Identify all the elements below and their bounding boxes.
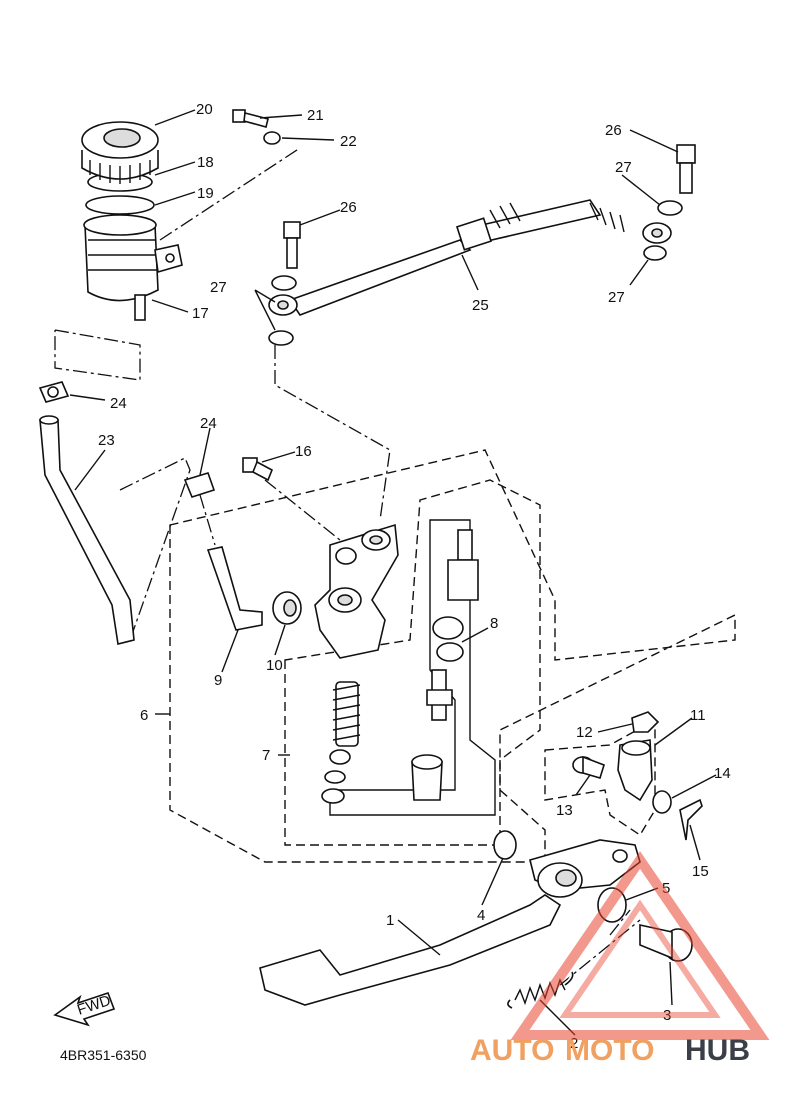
part-code: 4BR351-6350 xyxy=(60,1047,147,1063)
callout-3: 3 xyxy=(663,1007,671,1024)
callout-18: 18 xyxy=(197,154,214,171)
clamp-24-upper xyxy=(38,381,70,403)
callout-23: 23 xyxy=(98,432,115,449)
callout-22: 22 xyxy=(340,133,357,150)
link-line-reservoir xyxy=(159,147,301,241)
link-line-spring xyxy=(559,919,641,986)
bolt-3 xyxy=(639,924,693,962)
callout-1: 1 xyxy=(386,912,394,929)
piston-assembly xyxy=(411,529,479,801)
callout-27-right-bottom: 27 xyxy=(608,289,625,306)
group-11-outline xyxy=(544,718,656,836)
callout-20: 20 xyxy=(196,101,213,118)
bolt-26-left xyxy=(283,221,301,269)
callout-13: 13 xyxy=(556,802,573,819)
cotter-pin-15 xyxy=(679,798,703,841)
link-line-hose25 xyxy=(274,345,391,521)
nut-12 xyxy=(631,711,660,733)
callout-9: 9 xyxy=(214,672,222,689)
callout-26-right: 26 xyxy=(605,122,622,139)
callout-15: 15 xyxy=(692,863,709,880)
callout-11: 11 xyxy=(690,707,706,724)
group-7-outline xyxy=(284,479,541,846)
callout-14: 14 xyxy=(714,765,731,782)
callout-16: 16 xyxy=(295,443,312,460)
washer-14 xyxy=(652,790,672,814)
callout-5: 5 xyxy=(662,880,670,897)
callout-27-left: 27 xyxy=(210,279,227,296)
callout-6: 6 xyxy=(140,707,148,724)
hose-9 xyxy=(206,546,263,631)
callout-2: 2 xyxy=(570,1035,578,1052)
group-6-outline xyxy=(169,449,736,863)
callout-8: 8 xyxy=(490,615,498,632)
washer-27-b xyxy=(268,330,294,346)
callouts: 20 18 19 17 21 22 26 27 25 26 27 27 24 2… xyxy=(98,101,731,1052)
bolt-26-right xyxy=(676,144,696,194)
link-line-bolt16 xyxy=(264,479,341,541)
spring-7 xyxy=(321,681,361,804)
washer-27-c xyxy=(657,200,683,216)
watermark-logo: AUTO MOTO HUB xyxy=(470,851,770,1067)
brake-hose-25 xyxy=(268,199,672,316)
washer-27-a xyxy=(271,275,297,291)
callout-10: 10 xyxy=(266,657,283,674)
link-line-hose9 xyxy=(199,494,216,546)
grommet-10 xyxy=(272,591,302,625)
leader-lines xyxy=(69,109,717,1036)
hose-23 xyxy=(39,419,135,645)
callout-21: 21 xyxy=(307,107,324,124)
callout-12: 12 xyxy=(576,724,593,741)
fwd-arrow-icon: FWD xyxy=(53,991,116,1027)
reservoir-assembly xyxy=(81,121,183,321)
clevis-11 xyxy=(617,739,653,802)
callout-4: 4 xyxy=(477,907,485,924)
callout-24-upper: 24 xyxy=(110,395,127,412)
brake-pedal-1 xyxy=(259,839,641,1006)
master-cylinder-body xyxy=(314,523,399,659)
screw-21 xyxy=(232,109,269,128)
washer-22 xyxy=(263,131,281,145)
bolt-16 xyxy=(242,457,274,482)
watermark-hub: HUB xyxy=(685,1034,750,1067)
link-line-bolt3 xyxy=(609,909,631,936)
clamp-24-lower xyxy=(183,472,216,498)
callout-25: 25 xyxy=(472,297,489,314)
washer-4 xyxy=(493,830,517,860)
pin-13 xyxy=(572,755,605,779)
washer-27-d xyxy=(643,245,667,261)
link-line-hose23 xyxy=(119,457,191,641)
watermark-auto: AUTO xyxy=(470,1034,554,1067)
watermark-moto: MOTO xyxy=(565,1034,654,1067)
callout-27-right-top: 27 xyxy=(615,159,632,176)
callout-19: 19 xyxy=(197,185,214,202)
callout-26-left: 26 xyxy=(340,199,357,216)
callout-24-lower: 24 xyxy=(200,415,217,432)
link-line-hose-top xyxy=(54,329,141,381)
callout-7: 7 xyxy=(262,747,270,764)
callout-17: 17 xyxy=(192,305,209,322)
warning-triangle-icon xyxy=(510,851,770,1040)
